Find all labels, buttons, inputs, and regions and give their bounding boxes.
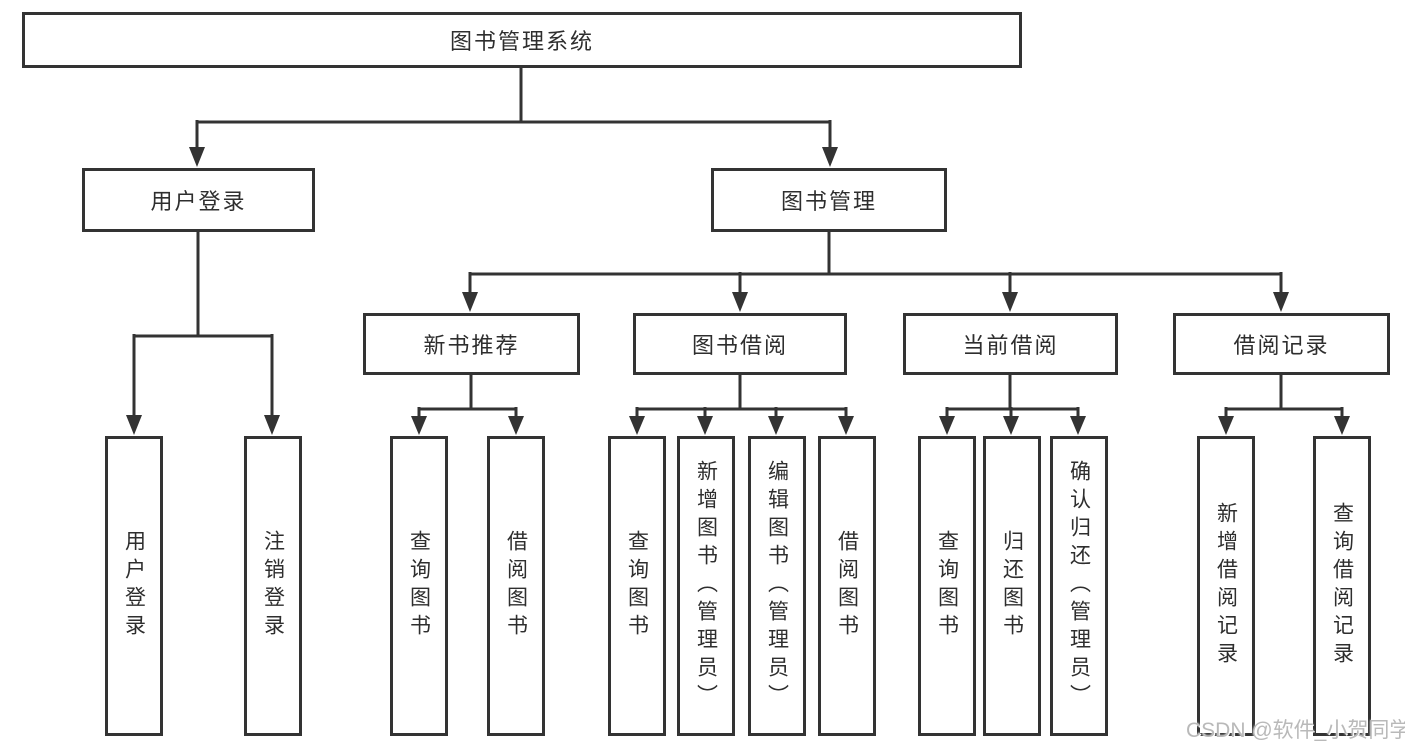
leaf-logout: 注销登录 xyxy=(244,436,302,736)
node-label: 查询借阅记录 xyxy=(1330,502,1354,670)
node-label: 图书借阅 xyxy=(691,333,788,358)
leaf-query-books-current: 查询图书 xyxy=(918,436,976,736)
node-label: 新增图书（管理员） xyxy=(694,460,718,712)
leaf-query-books-borrowing: 查询图书 xyxy=(608,436,666,736)
connector-user-login-branch xyxy=(126,232,280,435)
node-label: 借阅记录 xyxy=(1233,333,1330,358)
node-label: 注销登录 xyxy=(261,530,285,642)
node-label: 图书管理系统 xyxy=(449,29,594,54)
node-user-login: 用户登录 xyxy=(82,168,315,232)
node-label: 用户登录 xyxy=(122,530,146,642)
csdn-watermark: CSDN @软件_小贺同学 xyxy=(1186,719,1405,742)
node-label: 新书推荐 xyxy=(423,333,520,358)
leaf-borrow-books-recommend: 借阅图书 xyxy=(487,436,545,736)
node-label: 查询图书 xyxy=(625,530,649,642)
node-label: 图书管理 xyxy=(780,189,877,214)
node-label: 借阅图书 xyxy=(504,530,528,642)
leaf-borrow-books-borrowing: 借阅图书 xyxy=(818,436,876,736)
node-label: 当前借阅 xyxy=(962,333,1059,358)
node-label: 确认归还（管理员） xyxy=(1067,460,1091,712)
node-label: 归还图书 xyxy=(1000,530,1024,642)
connector-book-borrowing-branch xyxy=(629,375,854,435)
node-label: 查询图书 xyxy=(407,530,431,642)
node-label: 编辑图书（管理员） xyxy=(765,460,789,712)
leaf-query-books-recommend: 查询图书 xyxy=(390,436,448,736)
connector-new-book-branch xyxy=(411,375,524,435)
connector-current-borrowing-branch xyxy=(939,375,1086,435)
leaf-add-book-admin: 新增图书（管理员） xyxy=(677,436,735,736)
leaf-add-borrow-record: 新增借阅记录 xyxy=(1197,436,1255,736)
node-borrowing-records: 借阅记录 xyxy=(1173,313,1390,375)
node-label: 借阅图书 xyxy=(835,530,859,642)
leaf-return-books: 归还图书 xyxy=(983,436,1041,736)
node-book-management: 图书管理 xyxy=(711,168,947,232)
node-book-borrowing: 图书借阅 xyxy=(633,313,847,375)
connector-borrowing-records-branch xyxy=(1218,375,1350,435)
leaf-query-borrow-record: 查询借阅记录 xyxy=(1313,436,1371,736)
node-label: 用户登录 xyxy=(150,189,247,214)
node-new-book-recommendation: 新书推荐 xyxy=(363,313,580,375)
connector-root-to-level2 xyxy=(189,68,838,167)
leaf-edit-book-admin: 编辑图书（管理员） xyxy=(748,436,806,736)
node-library-management-system: 图书管理系统 xyxy=(22,12,1022,68)
connector-book-management-branch xyxy=(462,232,1289,312)
leaf-confirm-return-admin: 确认归还（管理员） xyxy=(1050,436,1108,736)
leaf-user-login: 用户登录 xyxy=(105,436,163,736)
node-current-borrowing: 当前借阅 xyxy=(903,313,1118,375)
node-label: 新增借阅记录 xyxy=(1214,502,1238,670)
node-label: 查询图书 xyxy=(935,530,959,642)
